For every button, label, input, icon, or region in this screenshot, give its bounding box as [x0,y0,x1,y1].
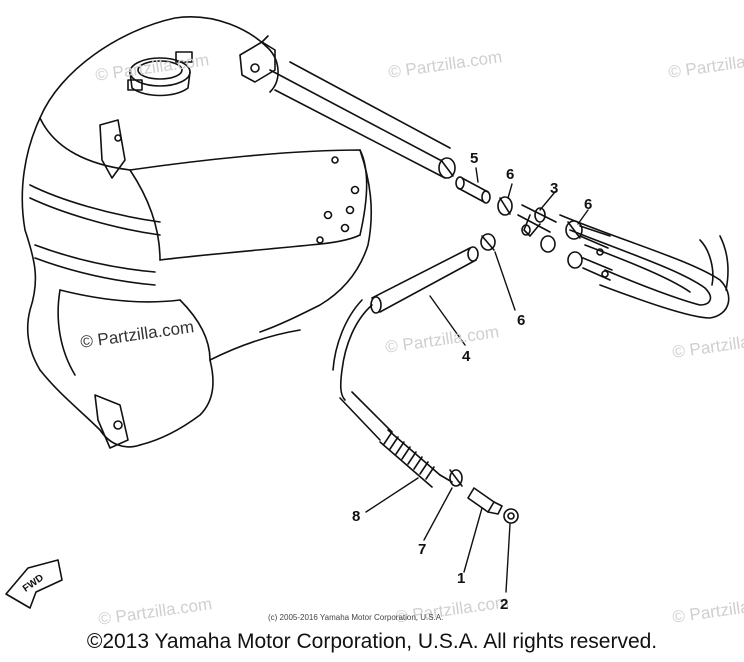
frame-rail-drawing [269,61,730,319]
callout-6: 6 [517,312,526,329]
callout-4: 4 [462,348,471,365]
small-copyright: (c) 2005-2016 Yamaha Motor Corporation, … [268,613,444,622]
footer-copyright: ©2013 Yamaha Motor Corporation, U.S.A. A… [86,630,658,653]
callout-2: 2 [500,596,509,613]
leader-lines [365,167,589,593]
hose-4-drawing [370,233,496,314]
callout-7: 7 [418,541,427,558]
callout-6: 6 [584,196,593,213]
callout-8: 8 [352,508,361,525]
callout-5: 5 [470,150,479,167]
fwd-arrow-icon [5,559,63,609]
fuel-tank-drawing [21,16,373,449]
fittings-drawing [438,157,613,281]
callout-6: 6 [506,166,515,183]
callout-3: 3 [550,180,559,197]
callout-1: 1 [457,570,466,587]
vent-hose-drawing [332,299,519,524]
